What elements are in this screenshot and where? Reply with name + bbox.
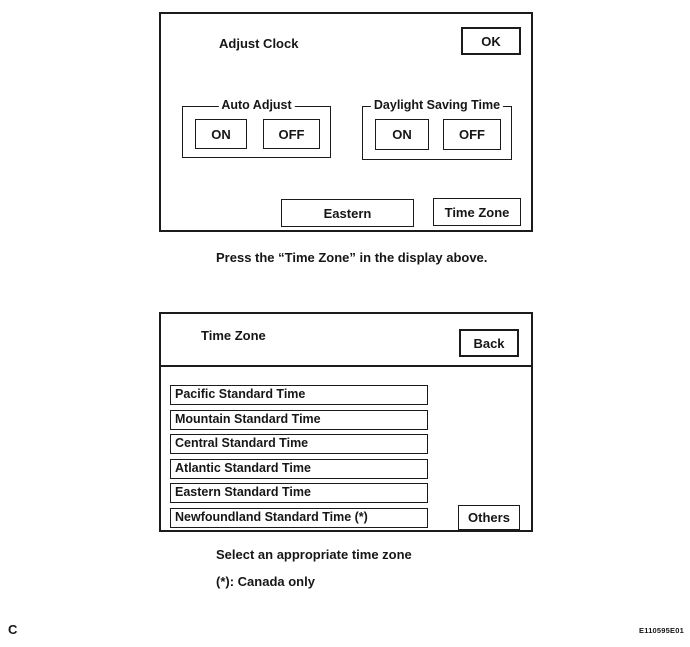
zone-item-mountain[interactable]: Mountain Standard Time [170,409,428,430]
zone-item-eastern[interactable]: Eastern Standard Time [170,483,428,503]
figure-code: E110595E01 [639,626,684,635]
zone-item-newfoundland[interactable]: Newfoundland Standard Time (*) [170,507,428,528]
eastern-button[interactable]: Eastern [281,199,414,227]
caption-select-time-zone: Select an appropriate time zone [216,547,412,562]
zone-item-central[interactable]: Central Standard Time [170,434,428,454]
back-button[interactable]: Back [459,329,519,357]
dst-on-button[interactable]: ON [375,119,429,150]
time-zone-list: Pacific Standard Time Mountain Standard … [170,385,428,528]
auto-adjust-group-label: Auto Adjust [218,98,295,112]
time-zone-button[interactable]: Time Zone [433,198,521,226]
dst-off-button[interactable]: OFF [443,119,501,150]
zone-item-atlantic[interactable]: Atlantic Standard Time [170,458,428,479]
auto-adjust-group: Auto Adjust ON OFF [182,98,331,158]
time-zone-title: Time Zone [201,328,266,343]
auto-adjust-on-button[interactable]: ON [195,119,247,149]
page-marker: C [8,622,18,637]
daylight-saving-time-group: Daylight Saving Time ON OFF [362,98,512,160]
adjust-clock-screen: Adjust Clock OK Auto Adjust ON OFF Dayli… [159,12,533,232]
zone-item-pacific[interactable]: Pacific Standard Time [170,385,428,405]
header-divider [161,365,531,367]
auto-adjust-off-button[interactable]: OFF [263,119,320,149]
ok-button[interactable]: OK [461,27,521,55]
others-button[interactable]: Others [458,505,520,530]
caption-press-time-zone: Press the “Time Zone” in the display abo… [216,250,488,265]
daylight-saving-time-group-label: Daylight Saving Time [370,98,504,112]
caption-canada-only: (*): Canada only [216,574,315,589]
adjust-clock-title: Adjust Clock [219,36,299,51]
time-zone-screen: Time Zone Back Pacific Standard Time Mou… [159,312,533,532]
